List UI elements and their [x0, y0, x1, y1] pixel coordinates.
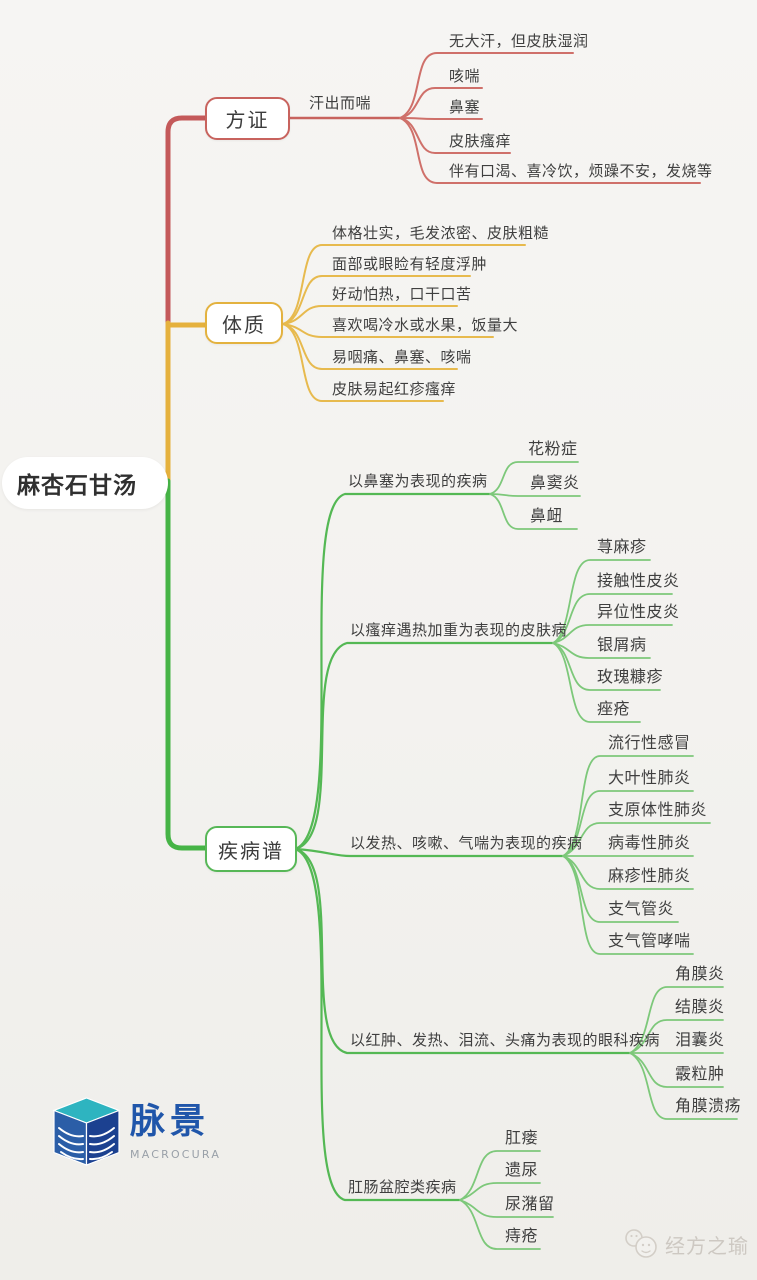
branch-node-fangzheng: 方证: [205, 97, 290, 140]
leaf-label: 角膜溃疡: [675, 1096, 742, 1115]
branch-node-tizhi: 体质: [205, 302, 283, 344]
leaf-label: 喜欢喝冷水或水果，饭量大: [332, 316, 519, 334]
wechat-smiley-icon: [625, 1229, 657, 1258]
leaf-label: 尿潴留: [505, 1194, 555, 1213]
macrocura-logo: 脉景 MACROCURA: [51, 1097, 221, 1168]
leaf-label: 咳喘: [449, 67, 481, 85]
leaf-label: 大叶性肺炎: [608, 768, 691, 787]
leaf-label: 结膜炎: [675, 997, 725, 1016]
leaf-label: 肛瘘: [505, 1128, 539, 1147]
group-label: 以鼻塞为表现的疾病: [348, 472, 488, 490]
watermark: 经方之瑜: [623, 1228, 749, 1260]
leaf-label: 银屑病: [597, 635, 647, 654]
root-node-label: 麻杏石甘汤: [17, 473, 137, 499]
leaf-label: 支原体性肺炎: [608, 800, 708, 819]
leaf-label: 鼻窦炎: [530, 473, 580, 492]
leaf-label: 伴有口渴、喜冷饮，烦躁不安，发烧等: [449, 162, 713, 180]
watermark-text: 经方之瑜: [665, 1233, 749, 1258]
logo-brand-cn: 脉景: [130, 1102, 211, 1142]
leaf-label: 皮肤瘙痒: [449, 132, 512, 150]
leaf-label: 好动怕热，口干口苦: [332, 285, 472, 303]
leaf-label: 遗尿: [505, 1160, 539, 1179]
leaf-label: 霰粒肿: [675, 1064, 725, 1083]
root-node: 麻杏石甘汤: [2, 457, 168, 509]
branch-node-jibingpu-label: 疾病谱: [218, 838, 284, 863]
leaf-label: 易咽痛、鼻塞、咳喘: [332, 348, 472, 366]
leaf-label: 泪囊炎: [675, 1030, 725, 1049]
leaf-label: 无大汗，但皮肤湿润: [449, 32, 589, 50]
branch-node-tizhi-label: 体质: [222, 312, 266, 337]
macrocura-wordmark: 脉景 MACROCURA: [130, 1097, 222, 1161]
logo-brand-en: MACROCURA: [130, 1148, 222, 1161]
leaf-label: 麻疹性肺炎: [608, 866, 691, 885]
leaf-label: 鼻塞: [449, 98, 481, 116]
group-label: 以瘙痒遇热加重为表现的皮肤病: [350, 621, 568, 639]
leaf-label: 接触性皮炎: [597, 571, 680, 590]
leaf-label: 鼻衄: [530, 506, 564, 525]
leaf-label: 面部或眼睑有轻度浮肿: [332, 255, 488, 273]
edge-label-hanchuerchuan: 汗出而喘: [309, 94, 372, 112]
group-label: 以发热、咳嗽、气喘为表现的疾病: [350, 834, 583, 852]
leaf-label: 异位性皮炎: [597, 602, 680, 621]
leaf-label: 体格壮实，毛发浓密、皮肤粗糙: [332, 224, 550, 242]
leaf-label: 玫瑰糠疹: [597, 667, 664, 686]
leaf-label: 流行性感冒: [608, 733, 691, 752]
macrocura-cube-icon: [52, 1097, 121, 1166]
branch-node-jibingpu: 疾病谱: [205, 826, 297, 872]
leaf-label: 角膜炎: [675, 964, 725, 983]
leaf-label: 病毒性肺炎: [608, 833, 691, 852]
group-label: 以红肿、发热、泪流、头痛为表现的眼科疾病: [350, 1031, 661, 1049]
leaf-label: 痤疮: [597, 699, 631, 718]
leaf-label: 支气管哮喘: [608, 931, 691, 950]
leaf-label: 花粉症: [528, 439, 578, 458]
branch-node-fangzheng-label: 方证: [225, 108, 270, 132]
leaf-label: 皮肤易起红疹瘙痒: [332, 380, 457, 398]
group-label: 肛肠盆腔类疾病: [348, 1178, 457, 1196]
leaf-label: 荨麻疹: [597, 537, 647, 556]
leaf-label: 痔疮: [505, 1226, 539, 1245]
leaf-label: 支气管炎: [608, 899, 675, 918]
